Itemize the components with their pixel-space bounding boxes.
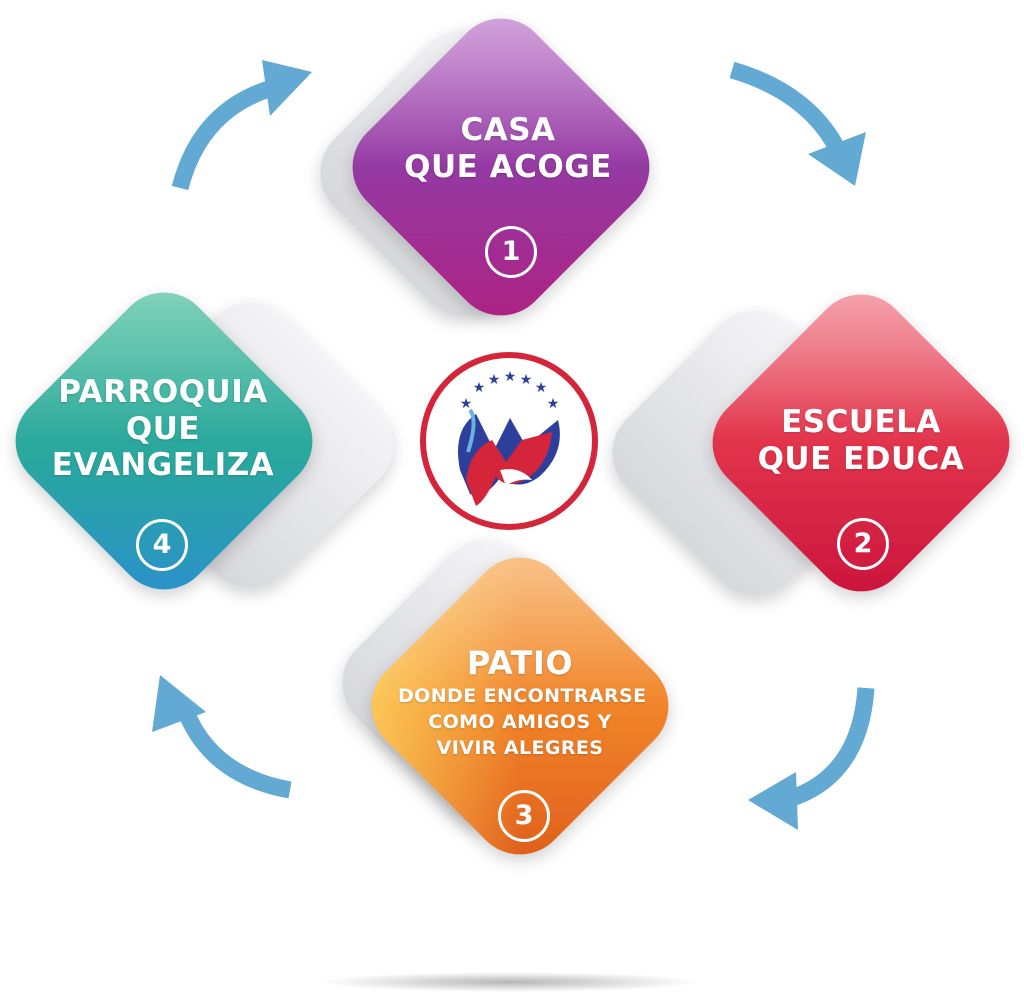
- card-parroquia-line-2: QUE: [125, 410, 201, 447]
- card-escuela-label: ESCUELA QUE EDUCA: [745, 404, 977, 477]
- svg-text:★: ★: [460, 396, 473, 412]
- center-logo: ★ ★ ★ ★ ★ ★ ★: [420, 352, 598, 530]
- diamond-orange: [371, 557, 669, 855]
- card-patio-line-3: VIVIR ALEGRES: [436, 737, 604, 760]
- card-escuela-number: 2: [837, 518, 889, 570]
- card-patio-label: PATIO DONDE ENCONTRARSE COMO AMIGOS Y VI…: [398, 644, 647, 761]
- logo-stars: ★ ★ ★ ★ ★ ★ ★: [460, 369, 560, 412]
- arrowhead-top-left: [262, 60, 312, 116]
- card-parroquia-line-1: PARROQUIA: [58, 374, 268, 410]
- card-patio-line-1: DONDE ENCONTRARSE: [398, 684, 647, 707]
- card-patio-line-2: COMO AMIGOS Y: [428, 710, 612, 733]
- arrow-heads: [152, 60, 866, 830]
- cycle-arrows: [171, 61, 875, 809]
- card-casa-number: 1: [485, 226, 537, 278]
- svg-text:★: ★: [520, 372, 533, 388]
- card-patio-title: PATIO: [466, 644, 574, 682]
- card-casa-label: CASA QUE ACOGE: [393, 112, 623, 185]
- card-parroquia-label: PARROQUIA QUE EVANGELIZA: [43, 374, 283, 484]
- svg-text:★: ★: [504, 369, 517, 385]
- diamond-teal: [15, 292, 313, 590]
- diamond-red: [712, 294, 1010, 592]
- card-casa-line-2: QUE ACOGE: [404, 148, 612, 185]
- card-escuela-line-1: ESCUELA: [781, 404, 941, 440]
- arrowhead-bottom-right: [748, 772, 798, 830]
- arrowhead-bottom-left: [152, 675, 206, 732]
- floor-shadow: [320, 972, 700, 992]
- card-escuela-line-2: QUE EDUCA: [757, 440, 965, 477]
- svg-text:★: ★: [547, 396, 560, 412]
- card-parroquia-line-3: EVANGELIZA: [51, 447, 275, 484]
- card-parroquia-number: 4: [136, 519, 188, 571]
- card-patio-number: 3: [498, 790, 550, 842]
- arrow-bottom-right: [783, 687, 875, 809]
- arrow-top-right: [729, 61, 846, 155]
- diamond-purple: [352, 18, 650, 316]
- svg-text:★: ★: [473, 380, 486, 396]
- arrowhead-top-right: [808, 132, 866, 186]
- logo-emblem: [458, 408, 560, 506]
- svg-text:★: ★: [535, 380, 548, 396]
- arrow-bottom-left: [178, 708, 292, 799]
- arrow-top-left: [171, 79, 275, 191]
- svg-text:★: ★: [488, 372, 501, 388]
- card-casa-line-1: CASA: [460, 112, 556, 148]
